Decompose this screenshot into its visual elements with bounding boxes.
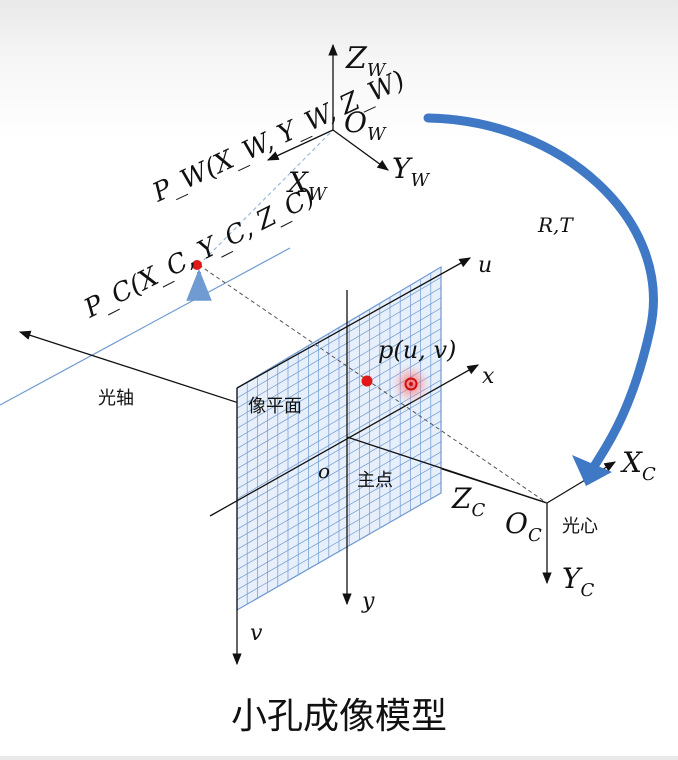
camera-x-label: XC <box>620 446 656 485</box>
y-axis-label: y <box>361 589 375 614</box>
u-axis-label: u <box>478 253 492 278</box>
glow-point-core <box>409 382 413 386</box>
grid-line <box>236 431 442 550</box>
optical-center-label: 光心 <box>562 516 598 537</box>
world-z-label: ZW <box>345 41 387 81</box>
grid-line <box>236 400 442 520</box>
v-axis-label: v <box>250 621 263 646</box>
camera-z-label: ZC <box>451 482 485 521</box>
world-x-label: XW <box>286 166 328 205</box>
pixel-point-label: p(u, v) <box>378 336 456 364</box>
rotation-arc-arrowhead <box>572 455 612 486</box>
rotation-label: R,T <box>537 213 574 237</box>
grid-line <box>236 420 442 540</box>
glow-point <box>404 377 418 391</box>
grid-line <box>236 441 442 560</box>
diagram-caption: 小孔成像模型 <box>231 696 447 737</box>
image-u-axis <box>236 257 472 389</box>
world-y-axis <box>332 129 389 171</box>
world-x-axis <box>266 129 334 161</box>
image-x-axis <box>209 364 480 517</box>
grid-line <box>236 276 442 399</box>
grid-line <box>236 328 442 449</box>
rotation-translation-arc <box>423 113 658 475</box>
grid-line <box>236 472 442 591</box>
camera-y-label: YC <box>562 562 594 601</box>
camera-origin-label: OC <box>505 507 542 546</box>
optical-axis-label: 光轴 <box>98 388 134 409</box>
x-axis-label: x <box>482 364 495 389</box>
grid-line <box>236 389 442 510</box>
optical-axis-blue-line <box>0 247 291 406</box>
grid-line <box>236 307 442 429</box>
world-to-camera-dashed <box>198 129 334 266</box>
grid-line <box>236 461 442 581</box>
principal-point-label: 主点 <box>357 470 393 491</box>
world-y-label: YW <box>392 152 430 191</box>
camera-z-axis-line <box>346 436 548 504</box>
grid-line <box>236 338 442 459</box>
grid-line <box>236 451 442 570</box>
grid-line <box>236 318 442 439</box>
grid-line <box>236 482 442 601</box>
grid-line <box>236 287 442 409</box>
origin-o-label: o <box>318 459 330 483</box>
camera-point-label: P_C(X_C, Y_C, Z_C) <box>79 182 320 325</box>
image-plane-grid <box>236 273 442 605</box>
world-origin-label: OW <box>344 106 387 145</box>
pixel-point-dot <box>361 375 373 387</box>
projection-ray <box>198 264 548 504</box>
grid-line <box>236 410 442 530</box>
grid-line <box>236 297 442 419</box>
image-plane-label: 像平面 <box>248 396 302 417</box>
camera-point-dot <box>192 260 202 270</box>
